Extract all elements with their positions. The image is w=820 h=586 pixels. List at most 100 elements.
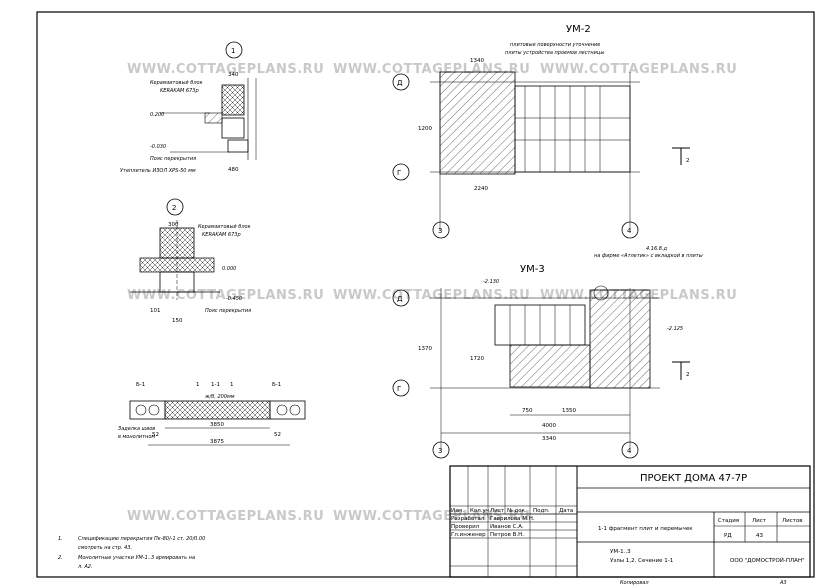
detail-2-number: 2 — [172, 204, 176, 212]
note-text: Спецификацию перекрытия Пк-80/-1 ст. 20/… — [78, 536, 205, 542]
detail-1-number: 1 — [231, 47, 235, 55]
section-mark: 1 — [230, 382, 234, 388]
tb-organization: ООО "ДОМОСТРОЙ-ПЛАН" — [730, 557, 805, 564]
plan-um3-elev: -2.125 — [667, 326, 683, 332]
section-title: 1-1 — [211, 382, 220, 388]
general-notes: 1. Спецификацию перекрытия Пк-80/-1 ст. … — [58, 536, 205, 570]
detail-2-dim: 150 — [172, 318, 183, 324]
tb-role: Разработал — [451, 516, 485, 522]
axis-mark: 3 — [438, 447, 442, 455]
tb-stadia: РД — [724, 533, 732, 539]
tb-description: УМ-1..3 — [610, 549, 631, 555]
plan-um3-dim: 1370 — [418, 346, 432, 352]
section-1-1: Б-1 Б-1 1 1-1 1 ж/б, 200мм Заделка швов … — [118, 382, 306, 446]
section-note: Заделка швов — [118, 426, 155, 432]
section-label: ж/б, 200мм — [204, 394, 235, 400]
tb-name: Иванов С.А. — [490, 524, 524, 530]
plan-um2-note: плиты устройства проемов лестницы — [505, 50, 604, 56]
detail-2-elev-label: 0.000 — [222, 266, 236, 272]
detail-2-elev-label: -0.450 — [226, 296, 242, 302]
note-text: смотреть на стр. 43. — [78, 545, 132, 551]
detail-1-elev-label: 0.200 — [150, 112, 164, 118]
section-dim: 3850 — [210, 422, 224, 428]
detail-1-pokr-label: Пояс перекрытия — [150, 156, 196, 162]
plan-um2-title: УМ-2 — [566, 24, 591, 35]
title-block — [449, 465, 811, 578]
axis-mark: Д — [397, 79, 403, 87]
tb-col-header: Лист — [490, 508, 505, 514]
plan-um3-dim: 3340 — [542, 436, 556, 442]
tb-col-header: Изм. — [451, 508, 464, 514]
detail-1-dim: 340 — [228, 72, 239, 78]
detail-1-elev-label: -0.030 — [150, 144, 166, 150]
plan-um3-dim: 4000 — [542, 423, 556, 429]
note-number: 2. — [58, 555, 63, 561]
note-text: Монолитные участки УМ-1..3 армировать на — [78, 555, 195, 561]
plan-um3-note: 4.16.8.д — [646, 246, 667, 252]
plan-um2-dim: 1200 — [418, 126, 432, 132]
tb-col-header: № док. — [507, 508, 527, 514]
detail-1-insul-label: Утеплитель ИЗОЛ ХРS-50 мм — [120, 168, 196, 174]
tb-name: Гаврилова М.Н. — [490, 516, 535, 522]
axis-mark: Д — [397, 295, 403, 303]
watermark-text: WWW.COTTAGEPLANS.RU — [127, 509, 324, 524]
tb-listov-header: Листов — [782, 518, 803, 524]
section-mark: Б-1 — [272, 382, 281, 388]
section-cut-mark: 2 — [686, 372, 690, 378]
section-mark: Б-1 — [136, 382, 145, 388]
section-cut-mark: 2 — [686, 158, 690, 164]
project-title: ПРОЕКТ ДОМА 47-7P — [640, 473, 747, 484]
detail-2-kerakam-label: KERAKAM 673р — [202, 232, 241, 238]
tb-col-header: Дата — [559, 508, 573, 514]
tb-role: Гл.инженер — [451, 532, 486, 538]
detail-2: 2 Керамзитовый блок KERAKAM 673р 0.000 -… — [130, 198, 251, 324]
detail-1: 1 Керамзитовый блок KERAKAM 673р 0.200 -… — [120, 41, 257, 174]
detail-2-dim: 101 — [150, 308, 161, 314]
section-dim: 3875 — [210, 439, 224, 445]
plan-um3-note: на фирме «Атлетик» с вкладкой в плиты — [594, 253, 703, 259]
detail-2-pokr-label: Пояс перекрытия — [205, 308, 251, 314]
tb-col-header: Подп. — [533, 508, 550, 514]
tb-role: Проверил — [451, 524, 480, 530]
detail-2-dim: 300 — [168, 222, 179, 228]
tb-list-header: Лист — [752, 518, 767, 524]
tb-name: Петров В.Н. — [490, 532, 524, 538]
plan-um2-dim: 1340 — [470, 58, 484, 64]
tb-col-header: Кол.уч — [470, 508, 489, 514]
detail-2-block-label: Керамзитовый блок — [198, 224, 251, 230]
section-mark: 1 — [196, 382, 200, 388]
axis-mark: Г — [397, 385, 401, 393]
section-dim: 52 — [152, 432, 159, 438]
detail-1-dim: 480 — [228, 167, 239, 173]
tb-kopiroval: Копировал — [620, 580, 649, 586]
tb-description: Узлы 1,2. Сечение 1-1 — [610, 558, 673, 564]
plan-um2-dim: 2240 — [474, 186, 488, 192]
plan-um3-dim: 750 — [522, 408, 533, 414]
plan-um2: УМ-2 плитовые поверхности уточнение плит… — [392, 24, 690, 239]
watermark-text: WWW.COTTAGEPLANS.RU — [333, 288, 530, 303]
detail-1-kerakam-label: KERAKAM 673р — [160, 88, 199, 94]
tb-list: 43 — [756, 533, 763, 539]
section-note: в монолитном — [118, 434, 155, 440]
plan-um3-elev: -2.130 — [483, 279, 499, 285]
tb-format: А3 — [779, 580, 787, 586]
axis-mark: 4 — [627, 227, 632, 235]
detail-1-block-label: Керамзитовый блок — [150, 80, 203, 86]
watermark-text: WWW.COTTAGEPLANS.RU — [127, 62, 324, 77]
watermark-text: WWW.COTTAGEPLANS.RU — [333, 509, 530, 524]
section-dim: 52 — [274, 432, 281, 438]
plan-um3-dim: 1350 — [562, 408, 576, 414]
note-number: 1. — [58, 536, 63, 542]
plan-um2-note: плитовые поверхности уточнение — [510, 42, 600, 48]
tb-description: 1-1 фрагмент плит и перемычек — [598, 526, 693, 532]
tb-stadia-header: Стадия — [718, 518, 739, 524]
title-block-text: ПРОЕКТ ДОМА 47-7P Изм. Кол.уч Лист № док… — [451, 473, 805, 586]
sheet-frame — [36, 11, 815, 578]
plan-um3-title: УМ-3 — [520, 264, 545, 275]
plan-um3-dim: 1720 — [470, 356, 484, 362]
axis-mark: 3 — [438, 227, 442, 235]
axis-mark: Г — [397, 169, 401, 177]
plan-um3: УМ-3 4.16.8.д на фирме «Атлетик» с вклад… — [392, 246, 703, 459]
axis-mark: 4 — [627, 447, 632, 455]
